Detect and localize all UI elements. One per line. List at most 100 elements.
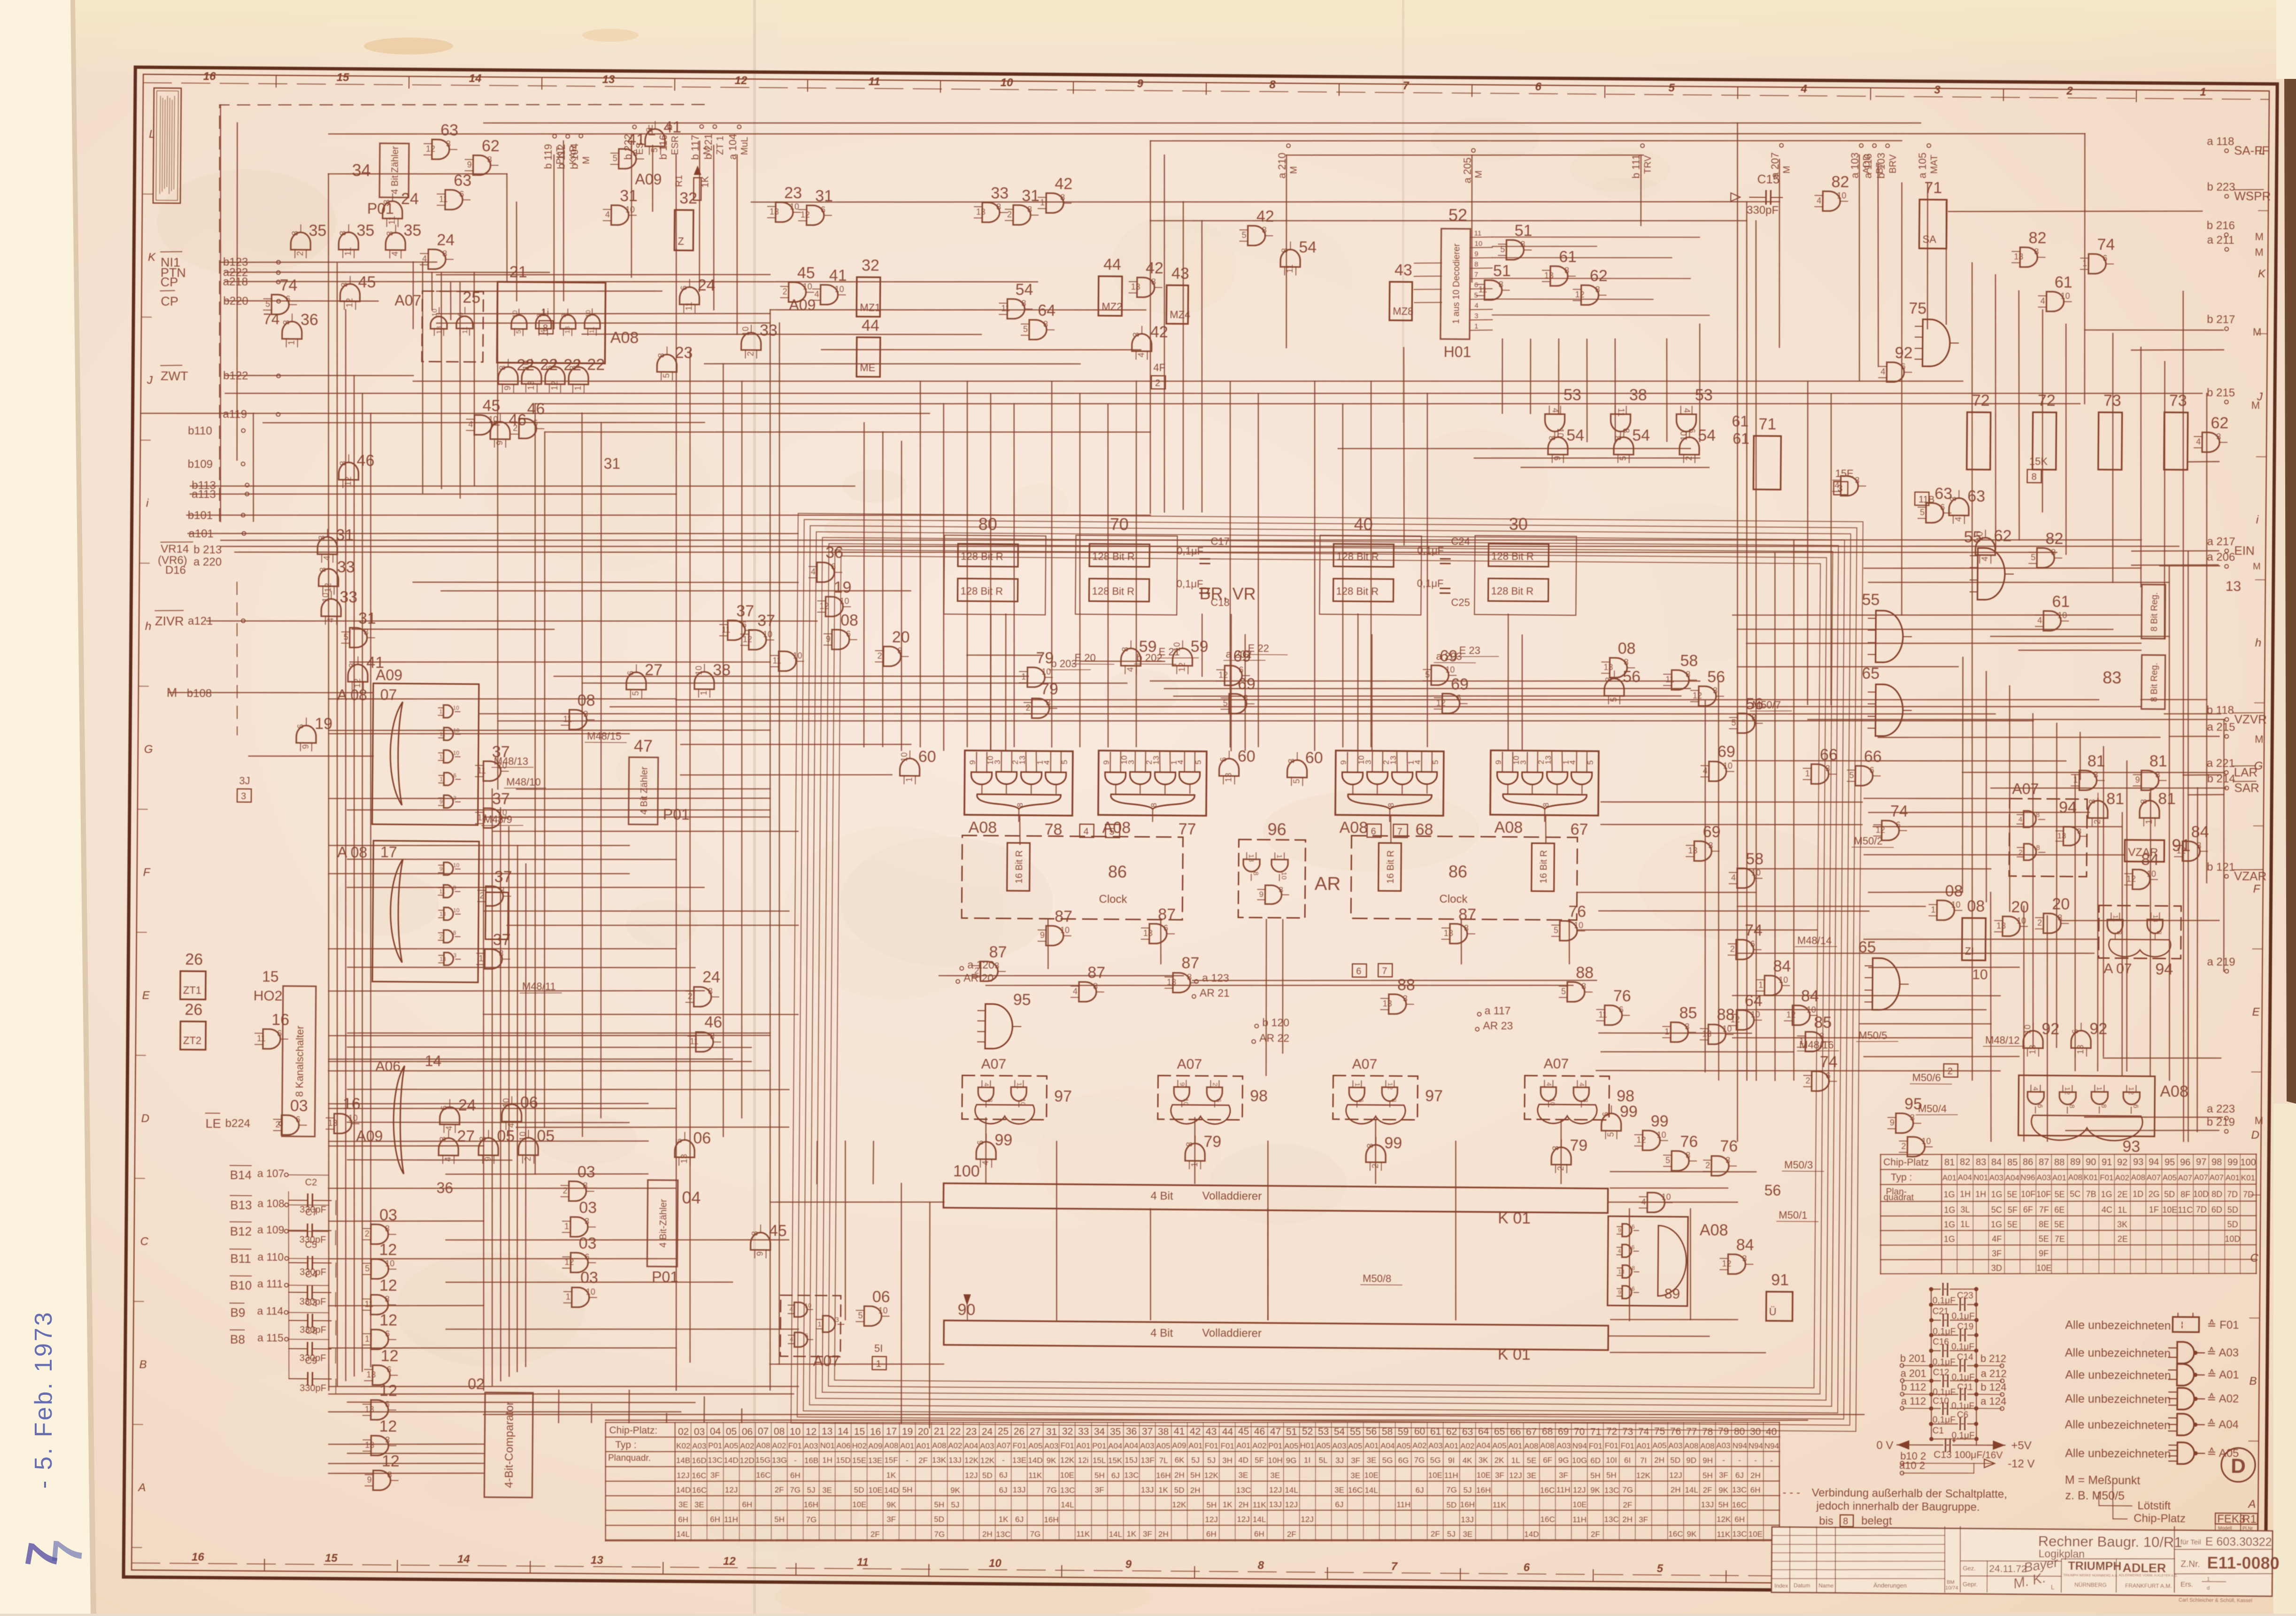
svg-text:a 202: a 202 [1225, 648, 1251, 660]
svg-text:11: 11 [387, 216, 397, 225]
svg-text:10E: 10E [1364, 1471, 1379, 1480]
svg-text:100: 100 [953, 1162, 980, 1180]
svg-text:11: 11 [1016, 1082, 1023, 1090]
svg-text:7: 7 [1382, 966, 1387, 976]
svg-text:36: 36 [300, 311, 318, 329]
svg-text:37: 37 [757, 611, 775, 629]
svg-text:8: 8 [1387, 803, 1395, 808]
svg-text:A: A [2247, 1498, 2256, 1510]
svg-text:13: 13 [1603, 663, 1613, 672]
svg-text:6: 6 [2103, 254, 2107, 263]
svg-text:F01: F01 [1061, 1441, 1074, 1450]
svg-text:4: 4 [1176, 760, 1185, 765]
svg-text:3: 3 [986, 1098, 994, 1102]
svg-text:ZT2: ZT2 [183, 1035, 201, 1046]
svg-text:54: 54 [1334, 1426, 1345, 1437]
svg-text:b 219: b 219 [2207, 1116, 2235, 1129]
svg-text:12K: 12K [1060, 1456, 1075, 1465]
svg-text:08: 08 [578, 691, 595, 709]
svg-text:N94: N94 [1749, 1441, 1763, 1450]
svg-text:A01: A01 [1444, 1441, 1458, 1450]
svg-text:9: 9 [439, 866, 443, 872]
svg-text:a 212: a 212 [1980, 1368, 2006, 1379]
svg-text:8 Kanalschalter: 8 Kanalschalter [293, 1026, 306, 1097]
svg-text:4C: 4C [2102, 1205, 2112, 1214]
svg-text:24.11.72: 24.11.72 [1989, 1563, 2026, 1575]
svg-text:F: F [2253, 882, 2261, 895]
svg-text:12: 12 [345, 298, 354, 308]
svg-text:6: 6 [386, 1365, 391, 1374]
svg-text:N94: N94 [1733, 1441, 1747, 1450]
svg-text:9: 9 [495, 441, 504, 445]
svg-text:1: 1 [564, 1222, 569, 1231]
svg-text:16H: 16H [804, 1500, 818, 1509]
svg-text:56: 56 [1764, 1182, 1781, 1198]
svg-text:B13: B13 [230, 1198, 252, 1212]
svg-text:11: 11 [772, 656, 781, 665]
svg-text:A04: A04 [1476, 1441, 1490, 1450]
svg-text:5F: 5F [1255, 1456, 1264, 1465]
svg-text:10: 10 [1280, 872, 1288, 880]
svg-text:92: 92 [2042, 1020, 2059, 1038]
svg-text:b224: b224 [225, 1117, 251, 1130]
svg-text:19: 19 [315, 715, 332, 733]
svg-text:Gepr.: Gepr. [1963, 1581, 1978, 1588]
svg-text:15D: 15D [836, 1456, 850, 1465]
svg-text:05: 05 [726, 1426, 737, 1437]
svg-text:69: 69 [1703, 823, 1720, 841]
svg-text:4 Bit: 4 Bit [1150, 1190, 1173, 1202]
svg-text:A02: A02 [948, 1441, 962, 1450]
svg-text:86: 86 [2023, 1157, 2033, 1168]
svg-text:9F: 9F [2039, 1249, 2049, 1258]
svg-text:1H: 1H [1975, 1190, 1986, 1199]
svg-text:5: 5 [613, 154, 617, 163]
svg-text:6: 6 [2036, 1104, 2044, 1108]
svg-text:1I: 1I [1304, 1456, 1310, 1465]
svg-text:12i: 12i [1078, 1456, 1089, 1465]
svg-text:Z.Nr.: Z.Nr. [2180, 1559, 2200, 1569]
svg-text:4: 4 [1800, 83, 1807, 95]
svg-text:2: 2 [1948, 1066, 1953, 1076]
svg-text:4: 4 [326, 618, 335, 622]
svg-text:6: 6 [805, 1332, 808, 1339]
svg-text:5: 5 [265, 299, 270, 309]
svg-text:BRV: BRV [1888, 154, 1898, 174]
svg-text:≙ A04: ≙ A04 [2207, 1418, 2239, 1431]
svg-text:0,1μF: 0,1μF [1177, 578, 1203, 589]
svg-text:51: 51 [1493, 262, 1511, 280]
svg-text:Lötstift: Lötstift [2137, 1500, 2171, 1513]
svg-text:47: 47 [1270, 1426, 1281, 1437]
svg-text:4: 4 [322, 556, 331, 560]
svg-text:jedoch innerhalb der Baugruppe: jedoch innerhalb der Baugruppe. [1816, 1500, 1980, 1514]
svg-text:24: 24 [702, 968, 720, 986]
svg-text:M48/13: M48/13 [494, 755, 529, 767]
svg-text:6: 6 [831, 562, 836, 572]
svg-text:12: 12 [550, 381, 559, 390]
svg-text:43: 43 [1206, 1426, 1217, 1437]
svg-text:70: 70 [1574, 1426, 1585, 1437]
svg-text:61: 61 [2055, 273, 2073, 291]
svg-text:A 08: A 08 [337, 843, 367, 861]
svg-text:8: 8 [1843, 1516, 1848, 1527]
svg-text:A01: A01 [1364, 1441, 1379, 1450]
svg-text:7: 7 [1391, 1560, 1398, 1573]
svg-text:3F: 3F [1559, 1471, 1568, 1480]
svg-text:b 222: b 222 [622, 134, 634, 160]
svg-text:a 112: a 112 [1901, 1395, 1926, 1407]
svg-text:37: 37 [736, 602, 754, 620]
svg-text:6: 6 [1750, 939, 1755, 949]
svg-text:82: 82 [1960, 1157, 1970, 1168]
svg-text:04: 04 [682, 1188, 701, 1207]
svg-text:Ü: Ü [1769, 1306, 1777, 1317]
svg-text:M: M [2251, 399, 2260, 411]
svg-text:2F: 2F [1431, 1530, 1440, 1539]
svg-text:10: 10 [584, 310, 592, 317]
svg-text:Alle unbezeichneten: Alle unbezeichneten [2065, 1368, 2171, 1382]
svg-text:8: 8 [453, 929, 456, 936]
svg-text:8: 8 [387, 1470, 392, 1479]
svg-text:13: 13 [2226, 579, 2242, 594]
svg-text:76: 76 [1613, 987, 1631, 1005]
svg-text:55: 55 [1964, 528, 1981, 546]
svg-text:07: 07 [380, 686, 397, 703]
svg-text:05: 05 [497, 1127, 515, 1145]
